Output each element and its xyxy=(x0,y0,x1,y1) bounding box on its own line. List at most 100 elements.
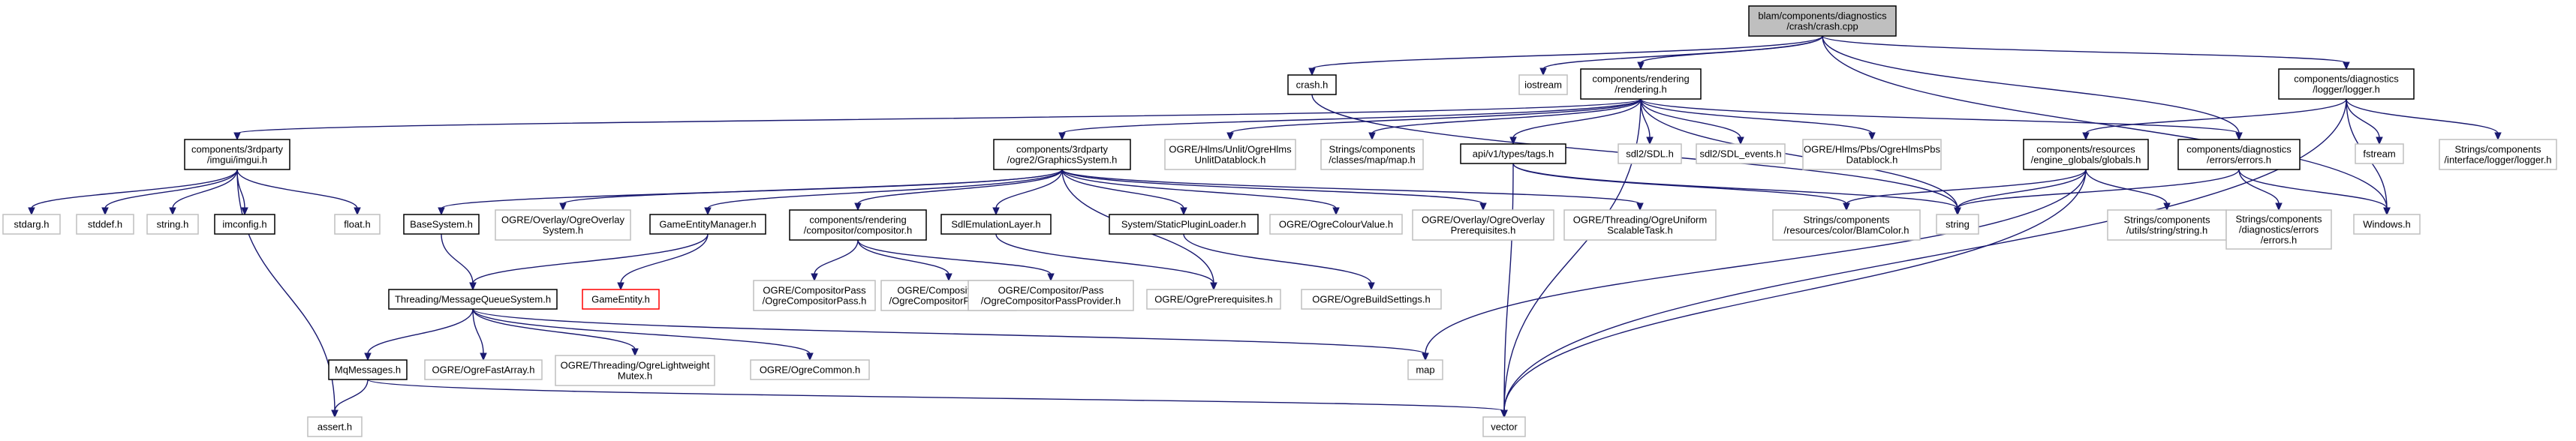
edge-arrowhead xyxy=(169,207,176,216)
edge-arrowhead xyxy=(1210,282,1217,291)
edge-crash-cpp-to-iostream xyxy=(1542,35,1823,70)
edge-arrowhead xyxy=(806,352,814,362)
edge-tags-h-to-string xyxy=(1512,163,1958,209)
node-tags-h[interactable]: api/v1/types/tags.h xyxy=(1460,143,1566,164)
node-label: OGRE/Hlms/Pbs/OgreHlmsPbs xyxy=(1804,144,1941,155)
node-box xyxy=(495,209,631,241)
edge-graphics-system-h-to-sdl-emulation-layer-h xyxy=(995,169,1063,209)
node-logger-h[interactable]: components/diagnostics/logger/logger.h xyxy=(2278,68,2415,100)
edge-rendering-h-to-tags-h xyxy=(1512,98,1642,139)
node-imgui-h[interactable]: components/3rdparty/imgui/imgui.h xyxy=(184,139,290,170)
edge-graphics-system-h-to-compositor-h xyxy=(857,169,1063,205)
node-box xyxy=(968,280,1134,311)
node-label: Mutex.h xyxy=(618,370,652,382)
node-box xyxy=(789,209,927,241)
node-ogre-build-settings-h: OGRE/OgreBuildSettings.h xyxy=(1301,289,1442,310)
node-label: Strings/components xyxy=(2455,144,2541,155)
node-errors-h[interactable]: components/diagnostics/errors/errors.h xyxy=(2177,139,2301,170)
node-box xyxy=(1407,359,1443,380)
edge-errors-h-to-strings-errors-h xyxy=(2238,169,2280,205)
node-crash-h[interactable]: crash.h xyxy=(1287,74,1337,95)
node-label: OGRE/Hlms/Unlit/OgreHlms xyxy=(1169,144,1292,155)
node-box xyxy=(2278,68,2415,100)
node-label: OGRE/CompositorPass xyxy=(763,285,866,296)
node-rendering-h[interactable]: components/rendering/rendering.h xyxy=(1580,68,1702,100)
node-game-entity-h[interactable]: GameEntity.h xyxy=(582,289,660,310)
node-label: crash.h xyxy=(1296,80,1329,91)
edge-arrowhead xyxy=(480,352,487,362)
node-utils-string-h: Strings/components/utils/string/string.h xyxy=(2107,209,2227,241)
node-ogre-prerequisites-h: OGRE/OgrePrerequisites.h xyxy=(1146,289,1281,310)
node-label: /engine_globals/globals.h xyxy=(2031,154,2141,166)
node-base-system-h[interactable]: BaseSystem.h xyxy=(403,214,480,235)
node-static-plugin-loader-h[interactable]: System/StaticPluginLoader.h xyxy=(1109,214,1259,235)
node-box xyxy=(424,359,543,380)
edge-rendering-h-to-string xyxy=(1640,98,1958,209)
edge-arrowhead xyxy=(331,410,339,418)
node-stdarg-h: stdarg.h xyxy=(2,214,61,235)
edge-logger-h-to-fstream xyxy=(2346,98,2380,139)
edge-arrowhead xyxy=(559,202,567,212)
node-box xyxy=(1164,139,1296,170)
node-label: stddef.h xyxy=(88,219,122,230)
edge-arrowhead xyxy=(1636,202,1644,212)
node-label: OGRE/OgreCommon.h xyxy=(760,364,860,376)
node-label: /errors.h xyxy=(2261,235,2297,246)
node-message-queue-system-h[interactable]: Threading/MessageQueueSystem.h xyxy=(388,289,558,310)
node-label: components/diagnostics xyxy=(2186,144,2292,155)
node-crash-cpp[interactable]: blam/components/diagnostics/crash/crash.… xyxy=(1748,5,1897,37)
node-label: MqMessages.h xyxy=(335,364,401,376)
node-graphics-system-h[interactable]: components/3rdparty/ogre2/GraphicsSystem… xyxy=(993,139,1131,170)
node-box xyxy=(649,214,766,235)
node-box xyxy=(582,289,660,310)
node-sdl-emulation-layer-h[interactable]: SdlEmulationLayer.h xyxy=(940,214,1052,235)
edge-imgui-h-to-stdarg-h xyxy=(31,169,238,209)
node-box xyxy=(1802,139,1942,170)
edge-graphics-system-h-to-game-entity-manager-h xyxy=(707,169,1063,209)
node-mq-messages-h[interactable]: MqMessages.h xyxy=(328,359,408,380)
node-label: OGRE/Threading/OgreUniform xyxy=(1573,214,1707,226)
edge-graphics-system-h-to-static-plugin-loader-h xyxy=(1061,169,1184,209)
edge-arrowhead xyxy=(1058,132,1066,141)
edge-rendering-h-to-sdl-events-h xyxy=(1640,98,1741,139)
edge-crash-cpp-to-errors-h xyxy=(1822,35,2240,134)
node-box xyxy=(328,359,408,380)
node-sdl-events-h: sdl2/SDL_events.h xyxy=(1696,143,1786,164)
edge-crash-cpp-to-crash-h xyxy=(1311,35,1823,70)
node-box xyxy=(2439,139,2557,170)
node-compositor-h[interactable]: components/rendering/compositor/composit… xyxy=(789,209,927,241)
edge-game-entity-manager-h-to-message-queue-system-h xyxy=(472,233,709,284)
edge-arrowhead xyxy=(1954,207,1961,216)
node-label: Threading/MessageQueueSystem.h xyxy=(395,294,551,305)
edge-arrowhead xyxy=(2494,132,2502,141)
edge-arrowhead xyxy=(1422,352,1429,362)
node-label: /rendering.h xyxy=(1615,84,1666,95)
node-box xyxy=(334,214,381,235)
edge-arrowhead xyxy=(945,273,952,282)
edge-globals-h-to-map xyxy=(1425,169,2087,355)
node-box xyxy=(1518,74,1568,95)
node-box xyxy=(1772,209,1921,241)
node-label: ScalableTask.h xyxy=(1607,225,1672,236)
edge-arrowhead xyxy=(241,207,248,216)
node-ogre-colour-value-h: OGRE/OgreColourValue.h xyxy=(1269,214,1403,235)
node-imconfig-h[interactable]: imconfig.h xyxy=(214,214,275,235)
edge-errors-h-to-windows-h xyxy=(2238,169,2388,209)
node-game-entity-manager-h[interactable]: GameEntityManager.h xyxy=(649,214,766,235)
node-comp-pass-provider-h: OGRE/Compositor/Pass/OgreCompositorPassP… xyxy=(968,280,1134,311)
node-string-h: string.h xyxy=(146,214,199,235)
edge-arrowhead xyxy=(1737,136,1744,146)
node-box xyxy=(940,214,1052,235)
node-box xyxy=(2355,143,2404,164)
edge-crash-cpp-to-rendering-h xyxy=(1640,35,1823,64)
node-label: /imgui/imgui.h xyxy=(207,154,267,166)
edge-arrowhead xyxy=(2376,136,2383,146)
edge-arrowhead xyxy=(1308,68,1316,76)
node-label: components/rendering xyxy=(809,214,906,226)
edge-arrowhead xyxy=(1479,202,1487,212)
node-globals-h[interactable]: components/resources/engine_globals/glob… xyxy=(2023,139,2149,170)
edge-arrowhead xyxy=(1539,68,1547,76)
node-box xyxy=(2177,139,2301,170)
edge-imgui-h-to-float-h xyxy=(236,169,358,209)
